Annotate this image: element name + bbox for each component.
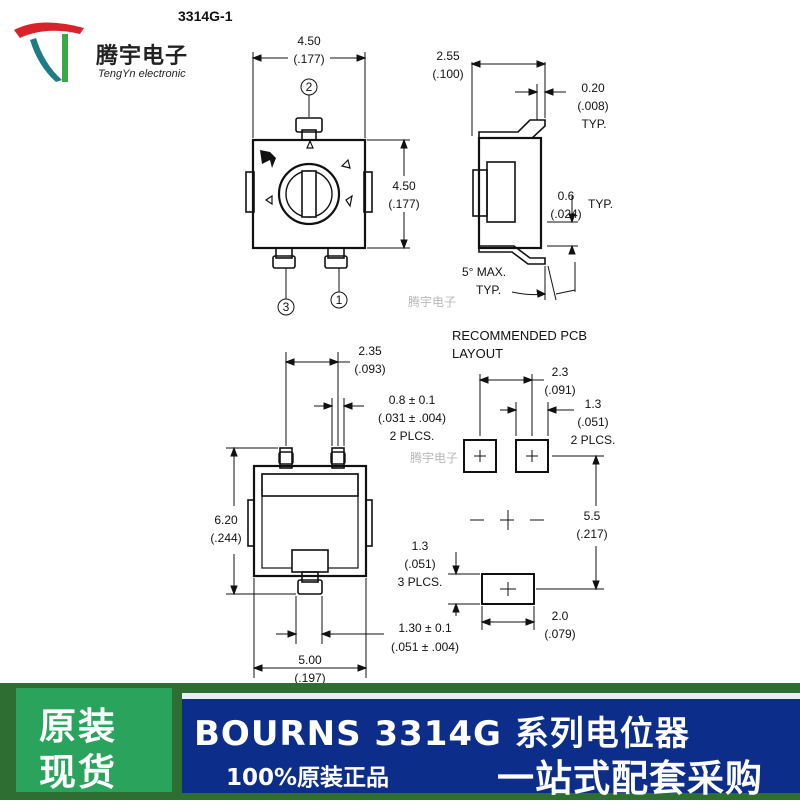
banner-blue-panel xyxy=(182,693,800,793)
pcb-pad-left-note: 3 PLCS. xyxy=(398,575,443,589)
bottom-height-mm: 6.20 xyxy=(214,513,238,527)
banner-genuine: 100%原装正品 xyxy=(226,765,390,791)
part-number-title: 3314G-1 xyxy=(178,8,233,24)
side-angle-note: 5° MAX. xyxy=(462,265,506,279)
pcb-spacing-in: (.217) xyxy=(576,527,607,541)
side-dim-a-in: (.100) xyxy=(432,67,463,81)
logo-mark-icon xyxy=(14,22,84,82)
brand-logo: 腾宇电子 TengYn electronic xyxy=(10,8,210,88)
pcb-title-line1: RECOMMENDED PCB xyxy=(452,328,587,343)
top-width-in: (.177) xyxy=(293,52,324,66)
bottom-d1-in: (.093) xyxy=(354,362,385,376)
dimension-drawing: 4.50 (.177) 4.50 (.177) 2 3 1 2.55 (.100… xyxy=(210,34,616,683)
bottom-d3-in: (.051 ± .004) xyxy=(391,640,459,654)
pcb-pitch-mm: 2.3 xyxy=(552,365,569,379)
pcb-pad-left-mm: 1.3 xyxy=(412,539,429,553)
side-angle-note-typ: TYP. xyxy=(476,283,501,297)
top-height-in: (.177) xyxy=(388,197,419,211)
side-dim-c-mm: 0.6 xyxy=(558,189,575,203)
pcb-pad-top-mm: 1.3 xyxy=(585,397,602,411)
banner-title: BOURNS 3314G 系列电位器 xyxy=(194,714,690,754)
banner-top-stripe xyxy=(182,693,800,699)
pin-2-label: 2 xyxy=(306,80,313,94)
side-dim-b-mm: 0.20 xyxy=(581,81,605,95)
pcb-pad-top-note: 2 PLCS. xyxy=(571,433,616,447)
watermark-1: 腾宇电子 xyxy=(408,294,456,309)
bottom-d2-mm: 0.8 ± 0.1 xyxy=(389,393,436,407)
badge-line-1: 原装 xyxy=(39,705,117,748)
side-dim-c-note: TYP. xyxy=(588,197,613,211)
pin-3-label: 3 xyxy=(283,300,290,314)
side-view xyxy=(470,60,578,301)
top-height-mm: 4.50 xyxy=(392,179,416,193)
banner-one-stop: 一站式配套采购 xyxy=(497,757,763,800)
bottom-d1-mm: 2.35 xyxy=(358,344,382,358)
pcb-title-line2: LAYOUT xyxy=(452,346,503,361)
bottom-d2-note: 2 PLCS. xyxy=(390,429,435,443)
bottom-view xyxy=(226,352,384,678)
pcb-pad-top-in: (.051) xyxy=(577,415,608,429)
side-dim-a-mm: 2.55 xyxy=(436,49,460,63)
bottom-d3-mm: 1.30 ± 0.1 xyxy=(398,621,452,635)
stock-badge: 原装 现货 xyxy=(16,688,172,794)
side-dim-b-in: (.008) xyxy=(577,99,608,113)
bottom-d2-in: (.031 ± .004) xyxy=(378,411,446,425)
pcb-pad-width-mm: 2.0 xyxy=(552,609,569,623)
pcb-pitch-in: (.091) xyxy=(544,383,575,397)
badge-line-2: 现货 xyxy=(39,751,117,794)
top-view xyxy=(245,52,410,316)
bottom-width-in: (.197) xyxy=(294,671,325,683)
pcb-spacing-mm: 5.5 xyxy=(584,509,601,523)
pcb-pad-left-in: (.051) xyxy=(404,557,435,571)
bottom-height-in: (.244) xyxy=(210,531,241,545)
watermark-2: 腾宇电子 xyxy=(410,450,458,465)
brand-name-cn: 腾宇电子 xyxy=(96,44,189,69)
side-dim-c-in: (.024) xyxy=(550,207,581,221)
pin-1-label: 1 xyxy=(336,293,343,307)
bottom-width-mm: 5.00 xyxy=(298,653,322,667)
side-dim-b-note: TYP. xyxy=(581,117,606,131)
pcb-layout xyxy=(448,374,604,630)
top-width-mm: 4.50 xyxy=(297,34,321,48)
pcb-pad-width-in: (.079) xyxy=(544,627,575,641)
brand-name-en: TengYn electronic xyxy=(98,68,186,80)
